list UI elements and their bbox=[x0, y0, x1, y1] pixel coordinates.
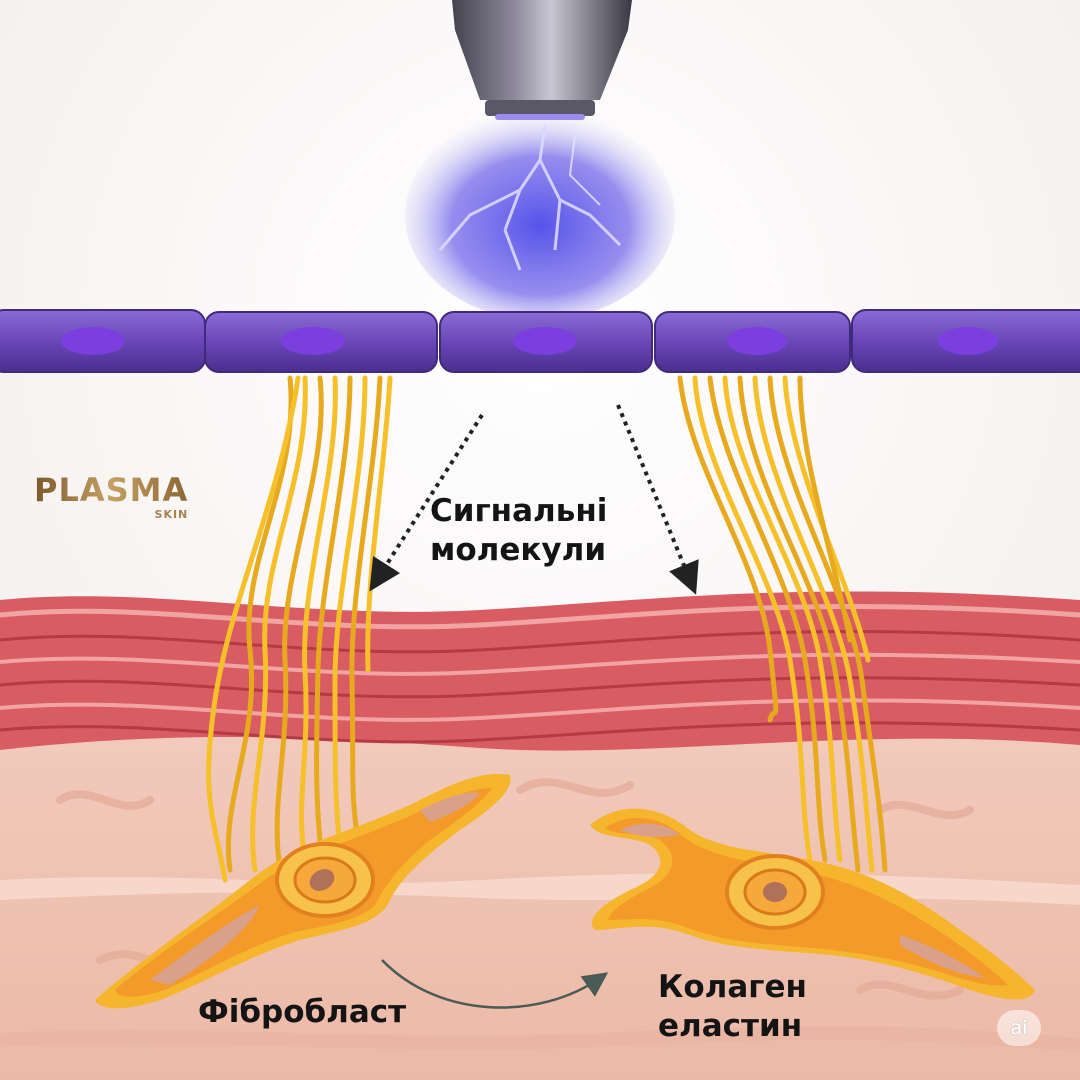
signal-molecules-label: Сигнальні молекули bbox=[430, 493, 608, 568]
plasma-device-nozzle bbox=[452, 0, 632, 120]
dermis-layer bbox=[0, 720, 1080, 1080]
left-fiber-bundle bbox=[206, 375, 393, 883]
collagen-elastin-label: Колаген еластин bbox=[658, 969, 807, 1044]
brand-logo: PLASMA SKIN bbox=[34, 474, 188, 521]
collagen-band bbox=[0, 591, 1080, 751]
ai-badge: ai bbox=[997, 1010, 1041, 1046]
conversion-arrow bbox=[381, 959, 609, 1009]
fibroblast-cell-left bbox=[95, 774, 511, 1009]
fibroblast-label: Фібробласт bbox=[198, 994, 407, 1030]
right-fiber-bundle bbox=[677, 375, 888, 873]
fibroblast-cell-right bbox=[590, 808, 1035, 1000]
brand-sub: SKIN bbox=[154, 508, 189, 521]
plasma-discharge bbox=[405, 110, 675, 320]
brand-name: PLASMA bbox=[34, 471, 189, 509]
epidermis-cells bbox=[0, 309, 1080, 373]
